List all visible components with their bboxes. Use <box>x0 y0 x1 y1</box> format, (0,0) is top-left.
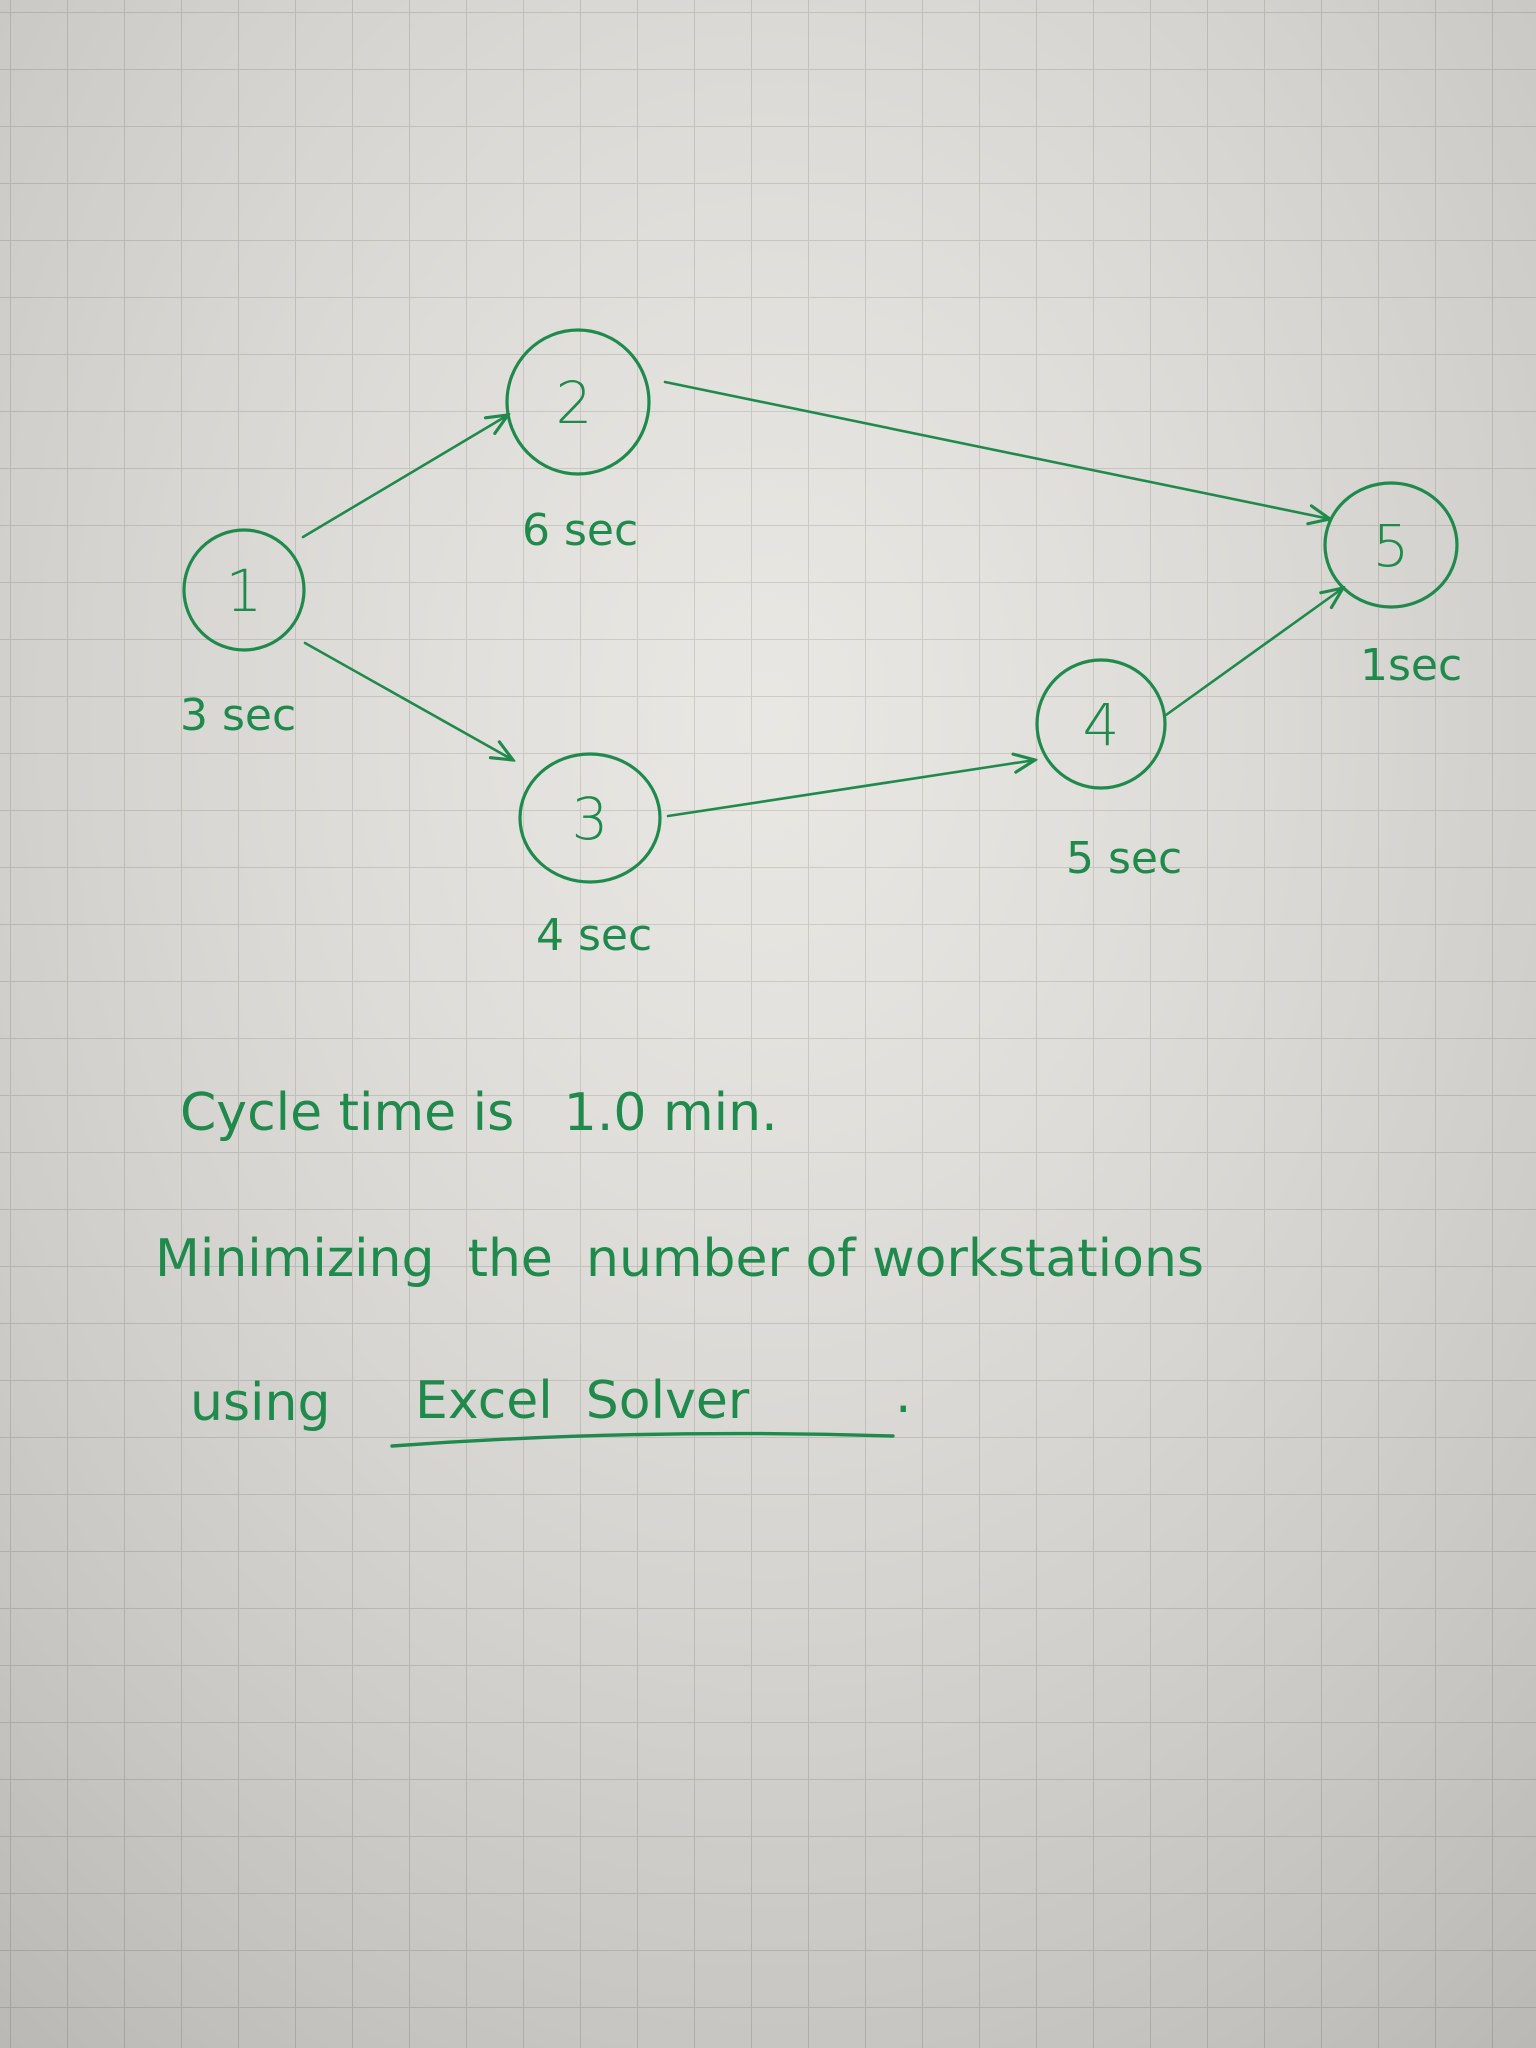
node-5: 5 1sec <box>1323 481 1462 691</box>
node-number: 5 <box>1373 512 1410 580</box>
method-note-prefix: using <box>190 1373 330 1433</box>
node-circle <box>518 752 662 884</box>
node-number: 3 <box>572 785 609 853</box>
task-time-label: 5 sec <box>1066 833 1182 884</box>
node-number: 4 <box>1083 691 1120 759</box>
edge-3-to-4 <box>666 760 1035 818</box>
node-3: 3 4 sec <box>518 752 662 961</box>
task-time-label: 3 sec <box>180 690 296 741</box>
node-number: 1 <box>226 557 263 625</box>
node-2: 2 6 sec <box>505 328 651 556</box>
edges <box>301 380 1343 818</box>
node-circle <box>1035 658 1167 790</box>
edge-1-to-3 <box>303 641 513 760</box>
node-number: 2 <box>556 369 593 437</box>
node-circle <box>505 328 651 476</box>
node-4: 4 5 sec <box>1035 658 1182 884</box>
node-1: 1 3 sec <box>180 528 306 741</box>
task-time-label: 1sec <box>1360 640 1462 691</box>
precedence-diagram: 1 3 sec 2 6 sec 3 4 sec 4 5 sec 5 1sec <box>180 328 1462 961</box>
edge-2-to-5 <box>663 380 1330 519</box>
handwritten-notes: Cycle time is 1.0 min. Minimizing the nu… <box>155 1083 1204 1448</box>
node-circle <box>1323 481 1459 609</box>
solver-tool-name: Excel Solver <box>415 1371 750 1431</box>
node-circle <box>182 528 306 652</box>
edge-4-to-5 <box>1164 588 1343 717</box>
task-time-label: 4 sec <box>536 910 652 961</box>
objective-note: Minimizing the number of workstations <box>155 1229 1204 1289</box>
solver-underline <box>390 1431 895 1448</box>
method-note-period: . <box>895 1365 912 1425</box>
cycle-time-note: Cycle time is 1.0 min. <box>180 1083 778 1143</box>
task-time-label: 6 sec <box>522 505 638 556</box>
edge-1-to-2 <box>301 415 508 539</box>
